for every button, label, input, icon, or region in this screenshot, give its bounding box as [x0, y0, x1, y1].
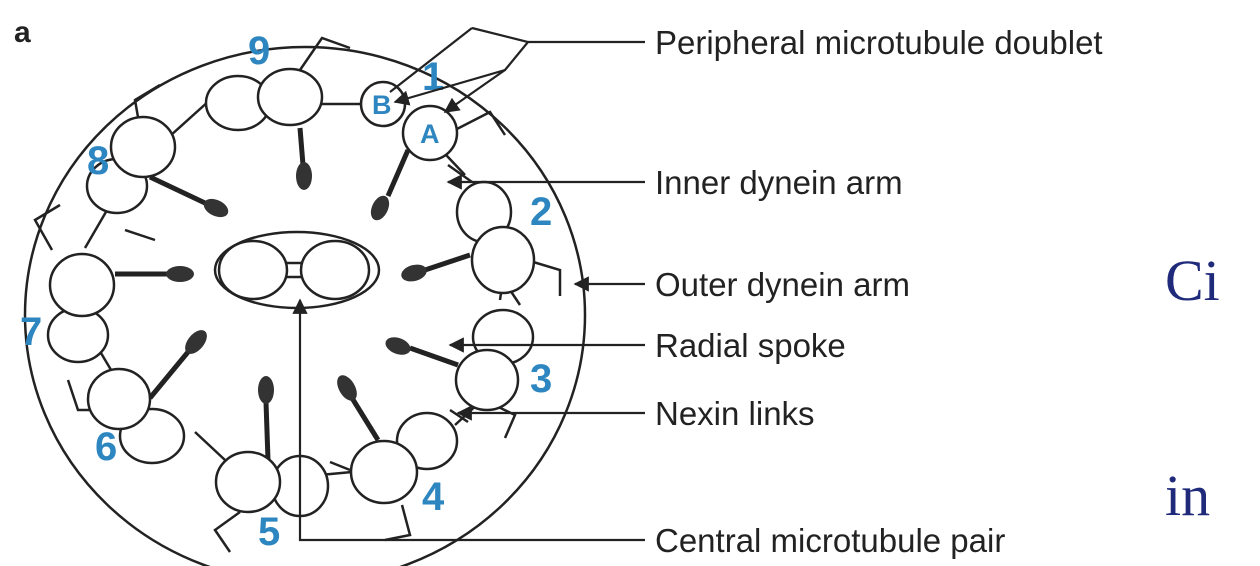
central-microtubule-right	[301, 241, 369, 299]
label-central-pair: Central microtubule pair	[655, 522, 1005, 559]
label-nexin: Nexin links	[655, 395, 815, 432]
radial-spoke-4	[333, 372, 378, 440]
inner-arm-1	[448, 165, 472, 182]
panel-letter: a	[14, 16, 31, 49]
doublet-5	[216, 452, 328, 516]
radial-spoke-5	[258, 376, 274, 460]
dynein-arm-1	[455, 112, 505, 135]
label-peripheral-doublet: Peripheral microtubule doublet	[655, 24, 1103, 61]
doublet-number-2: 2	[530, 190, 552, 234]
doublet-number-6: 6	[95, 425, 117, 469]
radial-spoke-6	[150, 326, 211, 398]
radial-spoke-9	[296, 128, 312, 190]
dynein-arm-7	[35, 205, 60, 250]
radial-spoke-1	[367, 150, 408, 223]
radial-spoke-group	[115, 128, 470, 460]
doublet-3	[456, 310, 533, 410]
nexin-link-5-6	[195, 432, 225, 460]
bracket-arrow-b	[395, 28, 528, 102]
label-radial-spoke: Radial spoke	[655, 327, 846, 364]
doublet-number-9: 9	[248, 29, 270, 73]
central-microtubule-left	[219, 241, 287, 299]
slide-text-line-1: Ci	[1165, 248, 1220, 313]
inner-arm-7	[125, 230, 155, 240]
radial-spoke-2	[399, 255, 470, 284]
label-outer-dynein: Outer dynein arm	[655, 266, 910, 303]
doublet-number-7: 7	[20, 310, 42, 354]
peripheral-doublet-group	[48, 69, 534, 516]
radial-spoke-8	[150, 177, 231, 221]
doublet-number-8: 8	[87, 139, 109, 183]
doublet-9	[206, 69, 322, 130]
bracket-arrow-a	[445, 70, 505, 112]
subfiber-b-label: B	[372, 90, 392, 120]
subfiber-a-label: A	[420, 119, 440, 149]
inner-arm-4	[330, 462, 350, 470]
doublet-number-3: 3	[530, 357, 552, 401]
doublet-number-5: 5	[258, 510, 280, 554]
central-microtubule-pair	[215, 232, 379, 308]
dynein-arm-5	[215, 512, 240, 552]
doublet-7	[48, 254, 114, 362]
slide-text-line-2: in	[1165, 463, 1210, 528]
dynein-arm-4	[385, 505, 410, 540]
doublet-2	[457, 182, 534, 293]
label-inner-dynein: Inner dynein arm	[655, 164, 903, 201]
doublet-number-4: 4	[422, 475, 445, 519]
radial-spoke-3	[383, 334, 458, 365]
radial-spoke-7	[115, 266, 194, 282]
dynein-arm-9	[300, 38, 350, 70]
